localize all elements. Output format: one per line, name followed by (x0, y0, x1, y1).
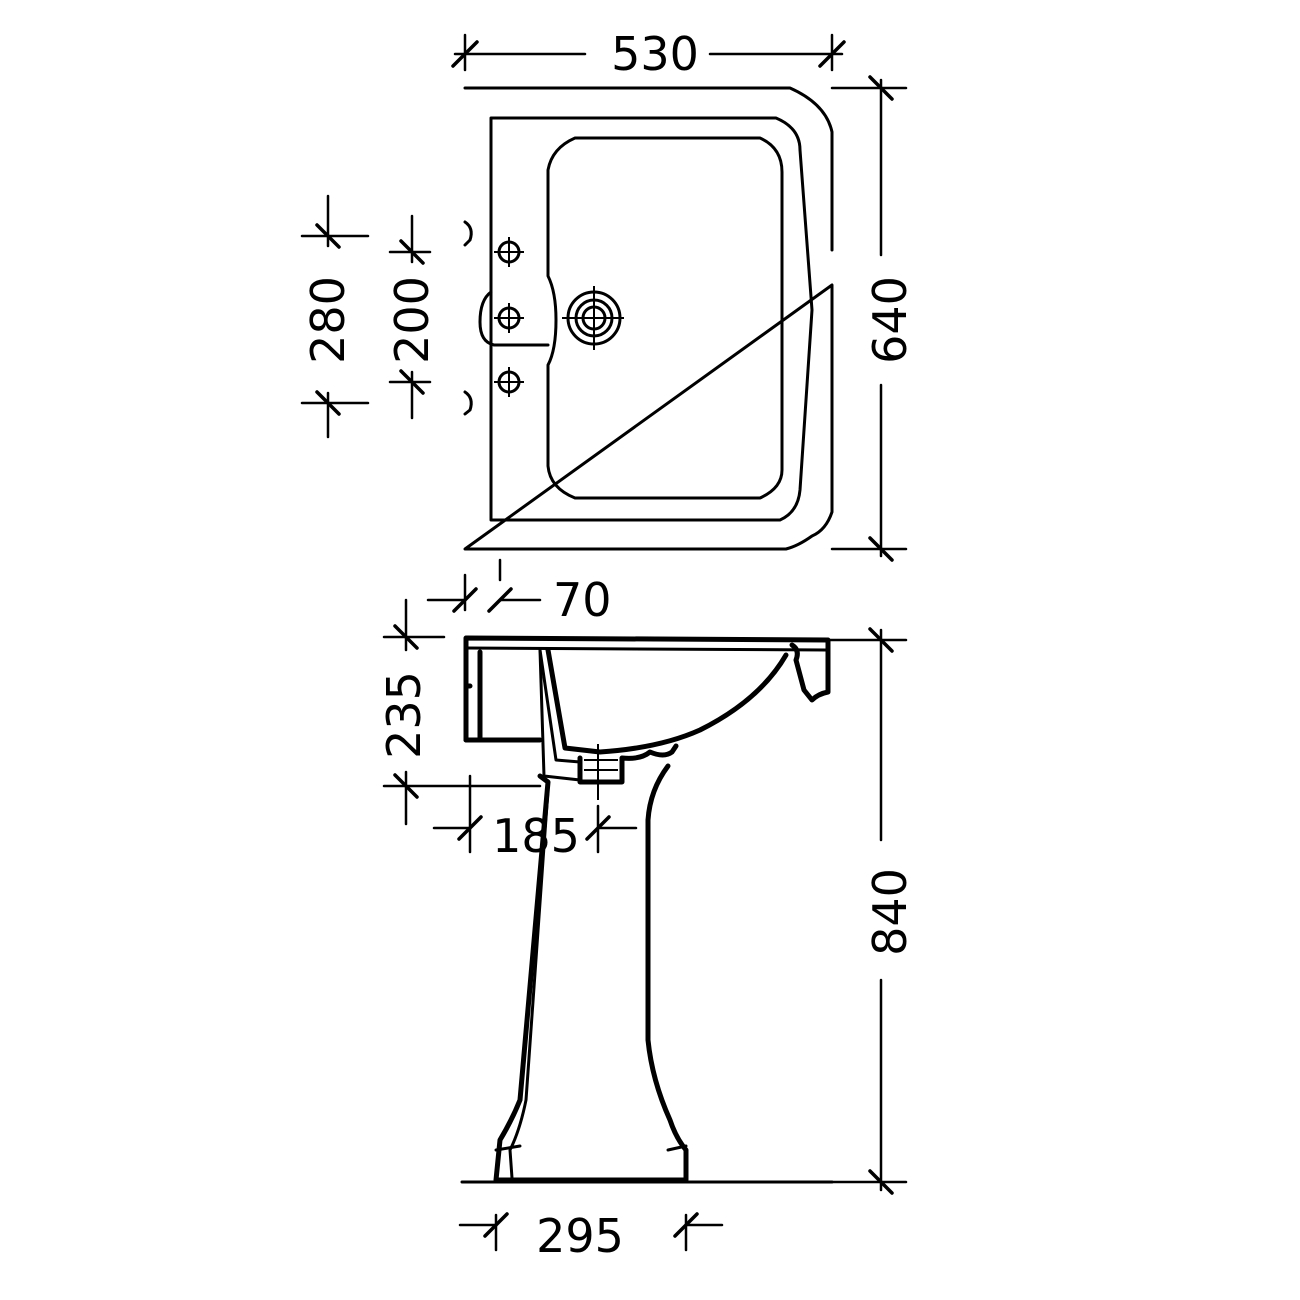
basin-bowl-underside (545, 647, 789, 755)
tap-hole-middle (494, 303, 524, 333)
tap-hole-bottom (494, 367, 524, 397)
waste-outlet (562, 286, 624, 350)
dim-taps-200: 200 (385, 214, 439, 420)
waste-fitting (577, 743, 679, 785)
dim-label-70: 70 (553, 573, 612, 627)
dim-label-640: 640 (863, 276, 917, 364)
pedestal-foot (494, 1144, 688, 1152)
basin-rim-side (463, 635, 831, 743)
dim-label-530: 530 (611, 27, 699, 81)
basin-bowl (546, 136, 784, 500)
dim-label-840: 840 (863, 868, 917, 956)
dim-width-530: 530 (451, 27, 846, 81)
plan-view (463, 86, 834, 551)
dim-label-200: 200 (385, 276, 439, 364)
dim-height-840: 840 (828, 627, 917, 1195)
dim-waste-185: 185 (432, 774, 638, 863)
basin-back-block (463, 649, 543, 743)
basin-inner-rim (489, 116, 814, 522)
basin-bowl-inner (538, 648, 582, 764)
side-notch-top (463, 220, 473, 247)
dim-taps-280: 280 (300, 194, 370, 439)
dim-basin-235: 235 (377, 598, 542, 826)
pedestal-front-line (508, 788, 550, 1180)
dim-label-295: 295 (536, 1209, 624, 1263)
dim-base-295: 295 (458, 1209, 724, 1263)
dim-label-235: 235 (377, 671, 431, 759)
tap-hole-top (494, 237, 524, 267)
side-view (460, 635, 834, 1184)
basin-outer-outline (463, 86, 834, 551)
dim-label-185: 185 (492, 809, 580, 863)
dim-offset-70: 70 (426, 558, 612, 627)
dim-label-280: 280 (301, 276, 355, 364)
pedestal-side-line (538, 648, 582, 782)
pedestal (493, 763, 689, 1183)
side-notch-bottom (463, 390, 473, 416)
tap-platform (478, 290, 550, 347)
dim-depth-640: 640 (830, 75, 917, 562)
